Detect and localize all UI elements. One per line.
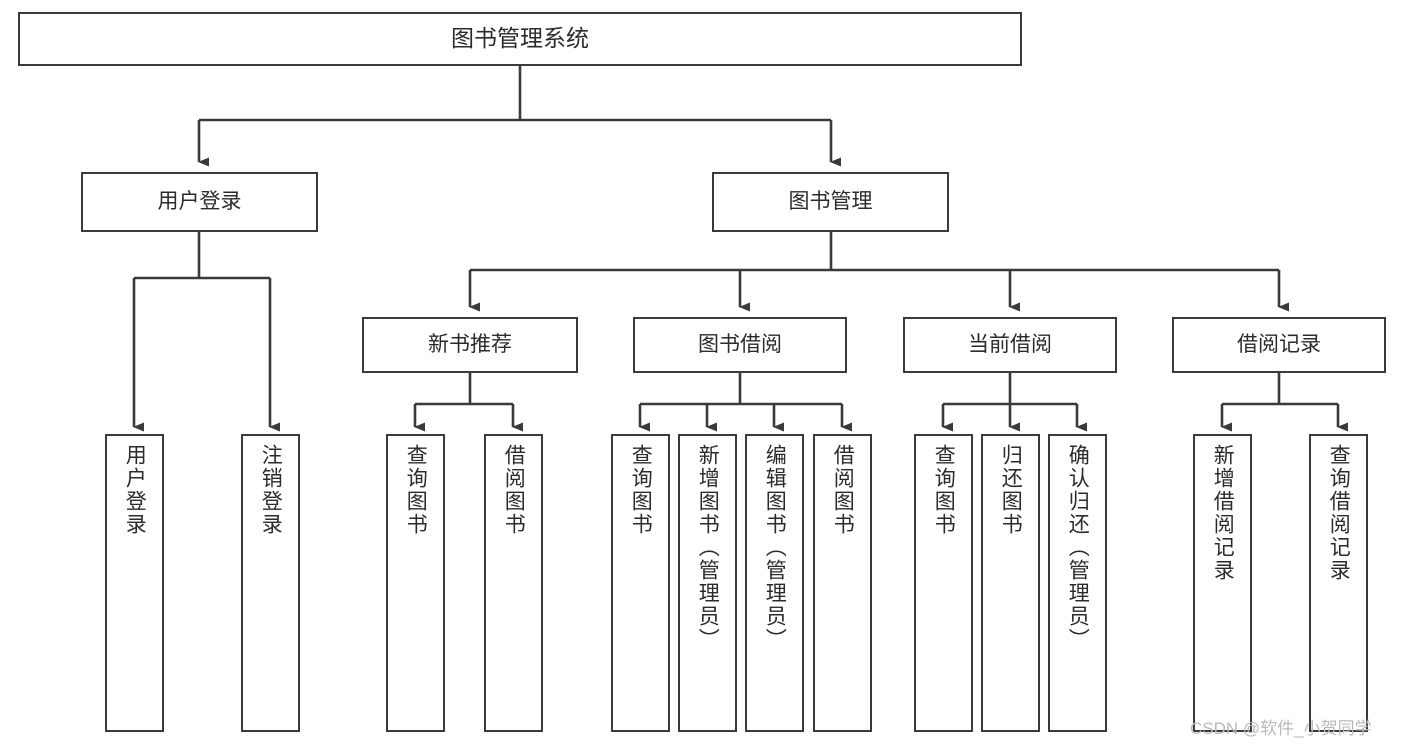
node-leaf-borrow-book-b[interactable]: 借阅图书	[813, 434, 872, 732]
node-leaf-confirm-return[interactable]: 确认归还（管理员）	[1048, 434, 1107, 732]
node-user-login-label: 用户登录	[157, 189, 242, 213]
node-leaf-confirm-return-label: 确认归还（管理员）	[1066, 444, 1090, 651]
node-leaf-query-book-a[interactable]: 查询图书	[386, 434, 445, 732]
node-new-book-rec-label: 新书推荐	[428, 332, 512, 356]
node-leaf-query-book-c-label: 查询图书	[932, 444, 956, 536]
node-leaf-query-record[interactable]: 查询借阅记录	[1309, 434, 1368, 732]
node-leaf-query-book-b[interactable]: 查询图书	[611, 434, 670, 732]
node-leaf-return-book-label: 归还图书	[999, 444, 1023, 536]
node-root-label: 图书管理系统	[451, 25, 589, 52]
node-borrow-record-label: 借阅记录	[1237, 332, 1321, 356]
watermark: CSDN @软件_小贺同学	[1190, 719, 1372, 738]
node-leaf-query-book-b-label: 查询图书	[629, 444, 653, 536]
node-book-manage[interactable]: 图书管理	[712, 172, 949, 232]
node-book-borrow[interactable]: 图书借阅	[633, 317, 847, 373]
node-leaf-user-login[interactable]: 用户登录	[105, 434, 164, 732]
node-leaf-borrow-book-a[interactable]: 借阅图书	[484, 434, 543, 732]
node-leaf-logout-label: 注销登录	[259, 444, 283, 536]
node-current-borrow[interactable]: 当前借阅	[903, 317, 1117, 373]
node-leaf-add-book[interactable]: 新增图书（管理员）	[678, 434, 737, 732]
node-leaf-query-book-c[interactable]: 查询图书	[914, 434, 973, 732]
node-book-manage-label: 图书管理	[788, 189, 873, 213]
node-leaf-query-record-label: 查询借阅记录	[1327, 444, 1351, 582]
node-root[interactable]: 图书管理系统	[18, 12, 1022, 66]
node-borrow-record[interactable]: 借阅记录	[1172, 317, 1386, 373]
node-user-login[interactable]: 用户登录	[81, 172, 318, 232]
node-leaf-add-record[interactable]: 新增借阅记录	[1193, 434, 1252, 732]
node-leaf-user-login-label: 用户登录	[123, 444, 147, 536]
node-book-borrow-label: 图书借阅	[698, 332, 782, 356]
node-leaf-edit-book-label: 编辑图书（管理员）	[763, 444, 787, 651]
node-leaf-edit-book[interactable]: 编辑图书（管理员）	[745, 434, 804, 732]
node-leaf-return-book[interactable]: 归还图书	[981, 434, 1040, 732]
node-leaf-query-book-a-label: 查询图书	[404, 444, 428, 536]
node-leaf-borrow-book-b-label: 借阅图书	[831, 444, 855, 536]
node-leaf-borrow-book-a-label: 借阅图书	[502, 444, 526, 536]
node-new-book-rec[interactable]: 新书推荐	[362, 317, 578, 373]
node-leaf-add-book-label: 新增图书（管理员）	[696, 444, 720, 651]
node-leaf-add-record-label: 新增借阅记录	[1211, 444, 1235, 582]
node-current-borrow-label: 当前借阅	[968, 332, 1052, 356]
node-leaf-logout[interactable]: 注销登录	[241, 434, 300, 732]
